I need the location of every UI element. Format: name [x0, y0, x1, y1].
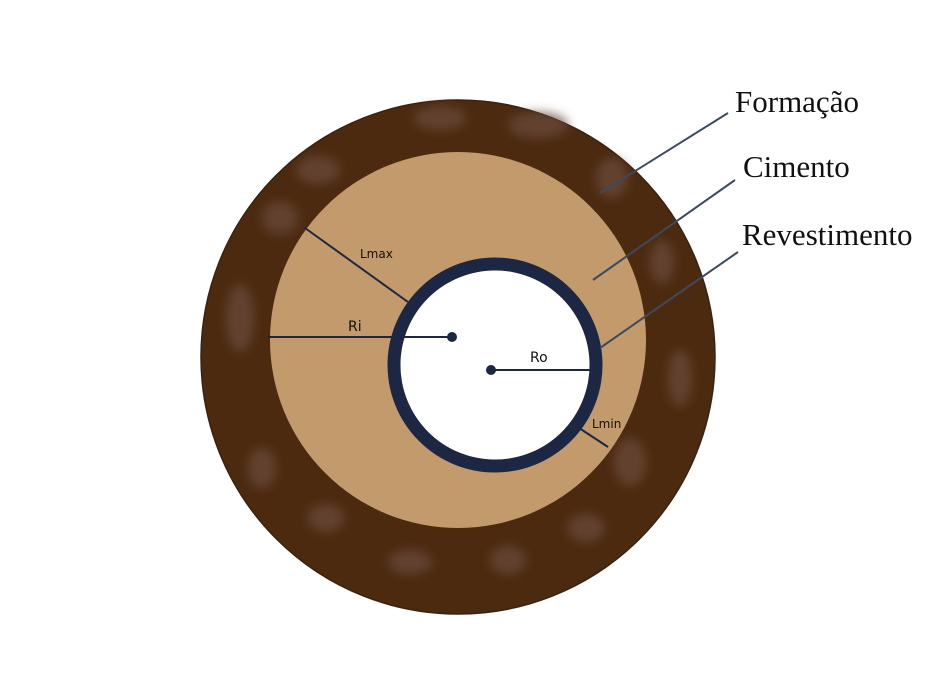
- formation-spot: [414, 106, 466, 130]
- formation-spot: [226, 284, 254, 352]
- formation-spot: [248, 448, 276, 488]
- casing-label: Revestimento: [742, 217, 912, 252]
- formation-spot: [262, 202, 298, 234]
- lmin-line: [572, 423, 609, 448]
- formation-spot: [508, 112, 568, 138]
- formation-spot: [650, 240, 674, 284]
- formation-spot: [308, 504, 344, 532]
- lmax-line: [304, 227, 409, 303]
- wellbore-interior: [400, 270, 590, 460]
- ri-label: Ri: [348, 319, 362, 335]
- ro-center-dot: [486, 365, 496, 375]
- lmax-label: Lmax: [360, 247, 393, 261]
- casing-ring: [387, 257, 603, 473]
- formation-spot: [596, 158, 628, 198]
- cement-label: Cimento: [743, 149, 850, 184]
- ro-label: Ro: [530, 350, 548, 366]
- formation-texture: [226, 106, 692, 574]
- formation-spot: [568, 514, 604, 542]
- ri-center-dot: [447, 332, 457, 342]
- cement-leader-line: [592, 179, 736, 281]
- formation-spot: [490, 546, 526, 574]
- formation-spot: [388, 550, 432, 574]
- formation-leader-line: [599, 112, 729, 194]
- formation-spot: [668, 350, 692, 406]
- formation-spot: [296, 156, 340, 184]
- casing-leader-line: [599, 251, 739, 349]
- lmin-label: Lmin: [592, 417, 621, 431]
- formation-spot: [614, 438, 646, 486]
- formation-label: Formação: [735, 84, 859, 119]
